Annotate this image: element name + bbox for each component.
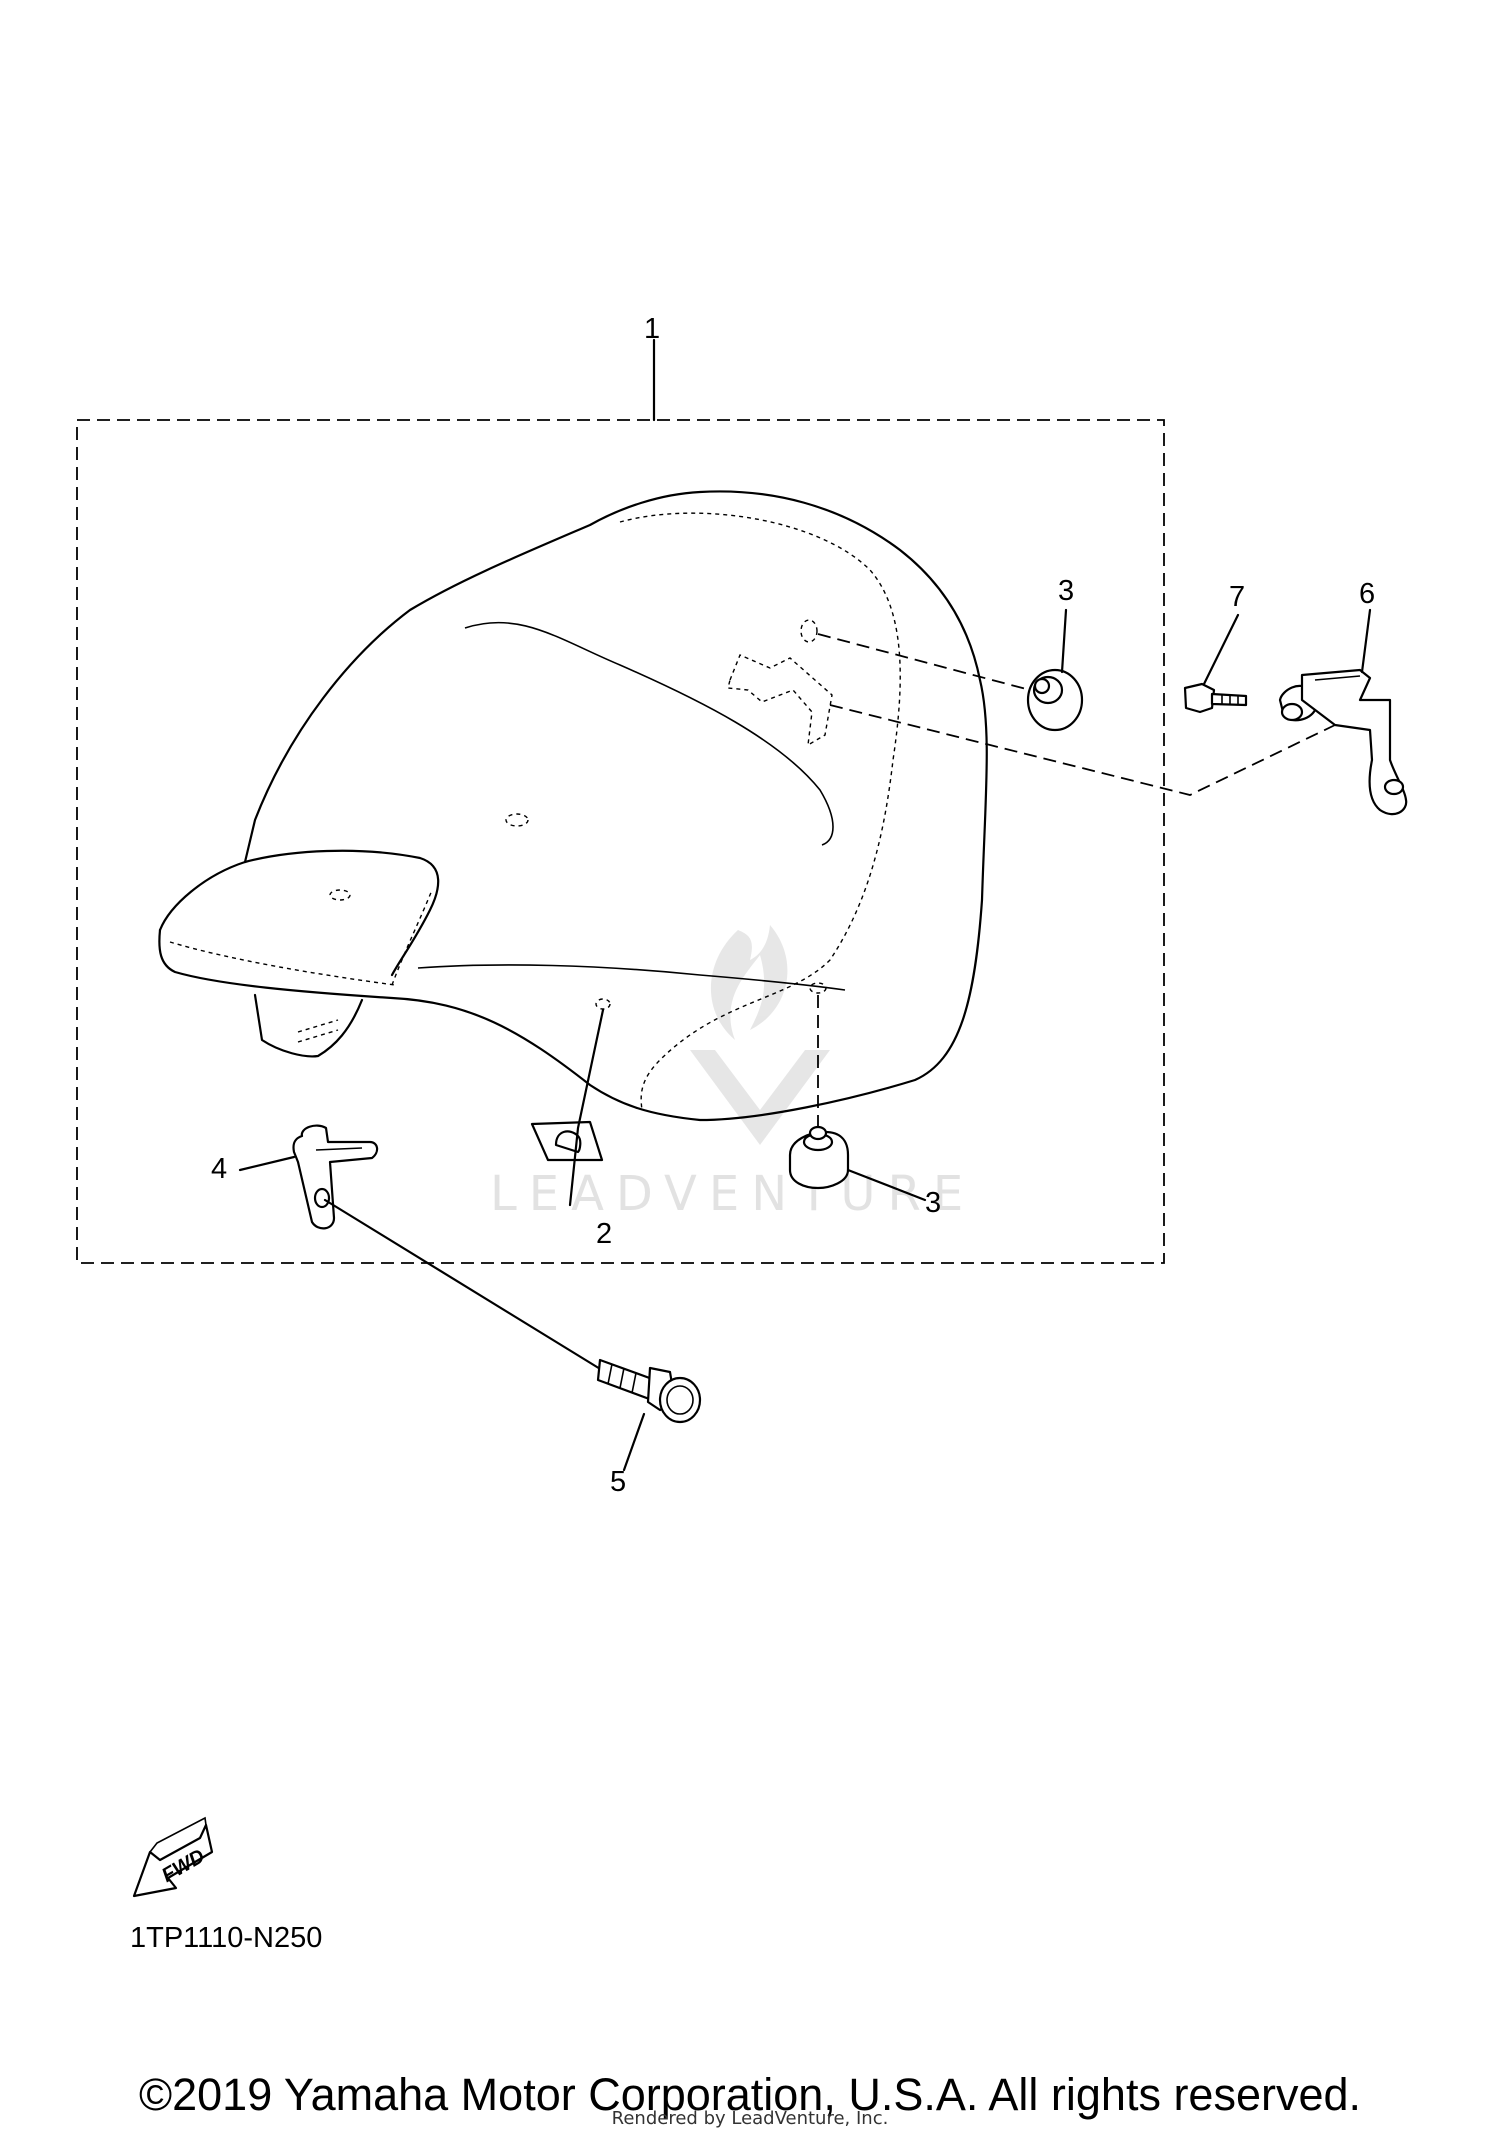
- leader-part-5-axis: [323, 1198, 612, 1377]
- diagram-code: 1TP1110-N250: [130, 1922, 322, 1954]
- part-3-damper-bottom: [788, 1125, 850, 1190]
- part-5-bolt: [596, 1358, 702, 1424]
- part-6-bracket: [1278, 668, 1408, 816]
- leader-callout-7: [1202, 613, 1240, 686]
- watermark-text: LEADVENTURE: [490, 1166, 975, 1222]
- leader-callout-2: [568, 1008, 605, 1207]
- copyright-notice: ©2019 Yamaha Motor Corporation, U.S.A. A…: [138, 2069, 1362, 2120]
- leader-callout-3-bottom: [846, 1168, 927, 1202]
- rendered-by-credit: Rendered by LeadVenture, Inc.: [611, 2108, 889, 2129]
- callout-3-top: 3: [1058, 575, 1074, 607]
- leader-part-3-top-hole: [817, 633, 1031, 691]
- part-7-bolt: [1183, 682, 1248, 714]
- callout-2: 2: [596, 1218, 612, 1250]
- leader-callout-6: [1360, 608, 1372, 674]
- part-3-damper-top: [1026, 668, 1084, 732]
- callout-5: 5: [610, 1466, 626, 1498]
- leader-callout-3-top: [1060, 608, 1068, 674]
- watermark-logo: [690, 925, 830, 1145]
- leader-callout-4: [238, 1155, 296, 1172]
- part-2-clip: [530, 1120, 604, 1162]
- leader-callout-5: [622, 1412, 646, 1472]
- leader-part-6-slot: [829, 704, 1336, 796]
- callout-4: 4: [211, 1153, 227, 1185]
- seat-assembly: [158, 490, 988, 1122]
- callout-6: 6: [1359, 578, 1375, 610]
- assembly-boundary: [76, 419, 1165, 1264]
- fwd-arrow-icon: FWD: [132, 1816, 214, 1898]
- callout-7: 7: [1229, 581, 1245, 613]
- part-4-plate: [292, 1124, 379, 1230]
- callout-1: 1: [644, 313, 660, 345]
- callout-3-bottom: 3: [925, 1187, 941, 1219]
